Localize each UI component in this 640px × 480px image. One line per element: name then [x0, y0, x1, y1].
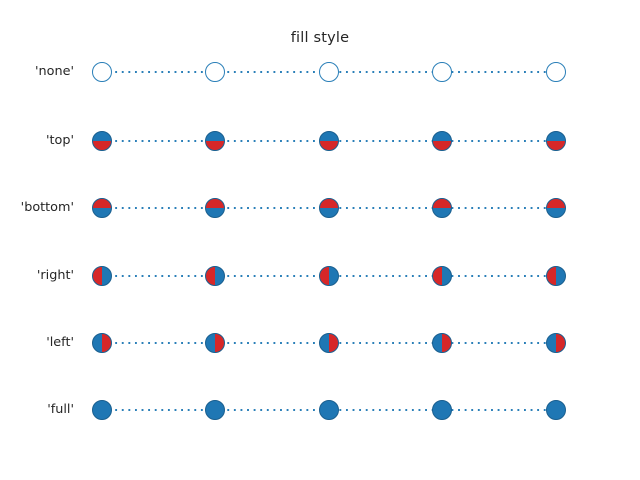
data-point-marker	[205, 333, 225, 353]
data-point-marker	[205, 266, 225, 286]
marker-half-fill	[433, 141, 451, 150]
marker-half-fill	[206, 267, 215, 285]
data-point-marker	[319, 62, 339, 82]
y-axis-tick-label: 'top'	[45, 133, 74, 148]
marker-half-fill	[93, 141, 111, 150]
marker-half-fill	[320, 141, 338, 150]
marker-row: 'right'	[0, 261, 640, 291]
data-point-marker	[92, 333, 112, 353]
marker-half-fill	[547, 267, 556, 285]
y-axis-tick-label: 'full'	[47, 402, 74, 417]
data-point-marker	[92, 62, 112, 82]
data-point-marker	[319, 400, 339, 420]
data-point-marker	[319, 333, 339, 353]
marker-row: 'bottom'	[0, 193, 640, 223]
data-point-marker	[546, 333, 566, 353]
data-point-marker	[92, 266, 112, 286]
data-point-marker	[546, 198, 566, 218]
data-point-marker	[319, 198, 339, 218]
data-point-marker	[92, 131, 112, 151]
data-point-marker	[432, 266, 452, 286]
marker-half-fill	[329, 334, 338, 352]
y-axis-tick-label: 'right'	[36, 268, 74, 283]
data-point-marker	[319, 266, 339, 286]
marker-half-fill	[433, 267, 442, 285]
marker-row: 'top'	[0, 126, 640, 156]
data-point-marker	[92, 198, 112, 218]
marker-half-fill	[93, 267, 102, 285]
y-axis-tick-label: 'none'	[35, 64, 74, 79]
marker-half-fill	[215, 334, 224, 352]
data-point-marker	[432, 333, 452, 353]
marker-half-fill	[320, 267, 329, 285]
y-axis-tick-label: 'bottom'	[20, 200, 74, 215]
data-point-marker	[205, 131, 225, 151]
data-point-marker	[432, 400, 452, 420]
marker-row: 'left'	[0, 328, 640, 358]
data-point-marker	[546, 266, 566, 286]
data-point-marker	[205, 198, 225, 218]
data-point-marker	[92, 400, 112, 420]
marker-half-fill	[433, 199, 451, 208]
data-point-marker	[205, 62, 225, 82]
data-point-marker	[432, 62, 452, 82]
marker-half-fill	[547, 141, 565, 150]
marker-half-fill	[206, 141, 224, 150]
marker-half-fill	[206, 199, 224, 208]
data-point-marker	[546, 62, 566, 82]
marker-half-fill	[442, 334, 451, 352]
data-point-marker	[319, 131, 339, 151]
y-axis-tick-label: 'left'	[46, 335, 74, 350]
marker-half-fill	[93, 199, 111, 208]
data-point-marker	[205, 400, 225, 420]
marker-half-fill	[547, 199, 565, 208]
data-point-marker	[546, 400, 566, 420]
marker-half-fill	[320, 199, 338, 208]
marker-row: 'full'	[0, 395, 640, 425]
marker-half-fill	[102, 334, 111, 352]
marker-half-fill	[556, 334, 565, 352]
page-title: fill style	[290, 30, 350, 46]
data-point-marker	[432, 198, 452, 218]
marker-row: 'none'	[0, 57, 640, 87]
data-point-marker	[432, 131, 452, 151]
data-point-marker	[546, 131, 566, 151]
